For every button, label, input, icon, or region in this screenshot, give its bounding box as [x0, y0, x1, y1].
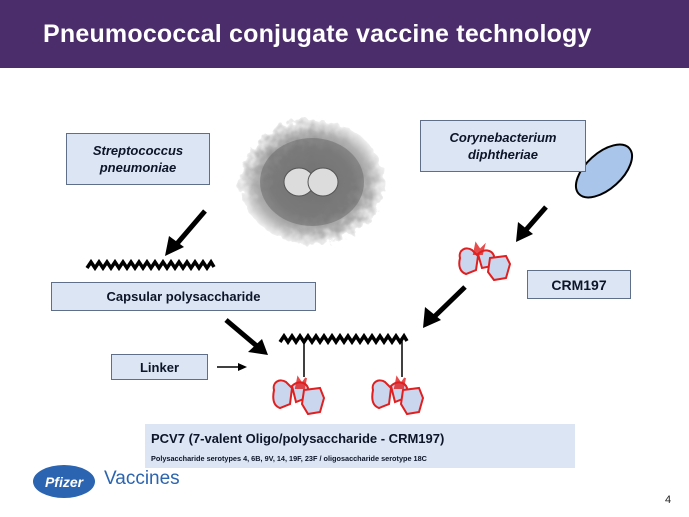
crm197-protein-icon [458, 241, 512, 282]
page-number: 4 [665, 494, 672, 506]
arrow-coryne-to-crm [523, 205, 548, 233]
conjugated-protein-right-icon [371, 375, 425, 416]
title-bar: Pneumococcal conjugate vaccine technolog… [0, 0, 689, 68]
corynebacterium-label: Corynebacterium diphtheriae [420, 120, 586, 172]
arrows [165, 205, 548, 355]
streptococcus-label: Streptococcus pneumoniae [66, 133, 210, 185]
linker-label: Linker [111, 354, 208, 380]
arrow-strep-to-polysaccharide [173, 209, 207, 248]
streptococcus-label-line1: Streptococcus [92, 143, 184, 158]
slide-title: Pneumococcal conjugate vaccine technolog… [43, 20, 592, 48]
arrow-crm-to-conjugate [431, 285, 467, 320]
conjugate-zigzag-icon [278, 332, 409, 346]
streptococcus-micrograph-icon [240, 120, 384, 244]
pcv7-info-box: PCV7 (7-valent Oligo/polysaccharide - CR… [145, 424, 575, 468]
capsular-polysaccharide-label: Capsular polysaccharide [51, 282, 316, 311]
arrow-coryne-head [516, 222, 533, 242]
pfizer-logo-text: Pfizer [44, 473, 84, 490]
pfizer-logo: Pfizer [33, 465, 95, 498]
linker-arrow [217, 363, 247, 371]
pcv7-serotypes: Polysaccharide serotypes 4, 6B, 9V, 14, … [151, 454, 427, 463]
arrow-capsular-to-conjugate [224, 318, 260, 349]
corynebacterium-label-line1: Corynebacterium [449, 130, 557, 145]
vaccines-brand: Vaccines [104, 468, 180, 489]
streptococcus-label-line2: pneumoniae [99, 160, 177, 175]
corynebacterium-label-line2: diphtheriae [467, 147, 539, 162]
arrow-crm-head [423, 307, 441, 328]
conjugated-protein-left-icon [272, 375, 326, 416]
pcv7-title: PCV7 (7-valent Oligo/polysaccharide - CR… [151, 431, 445, 446]
corynebacterium-oval-icon [575, 143, 633, 199]
arrow-strep-head [165, 236, 184, 256]
polysaccharide-zigzag-icon [85, 258, 216, 272]
crm197-label: CRM197 [527, 270, 631, 299]
arrow-capsular-head [248, 339, 268, 355]
